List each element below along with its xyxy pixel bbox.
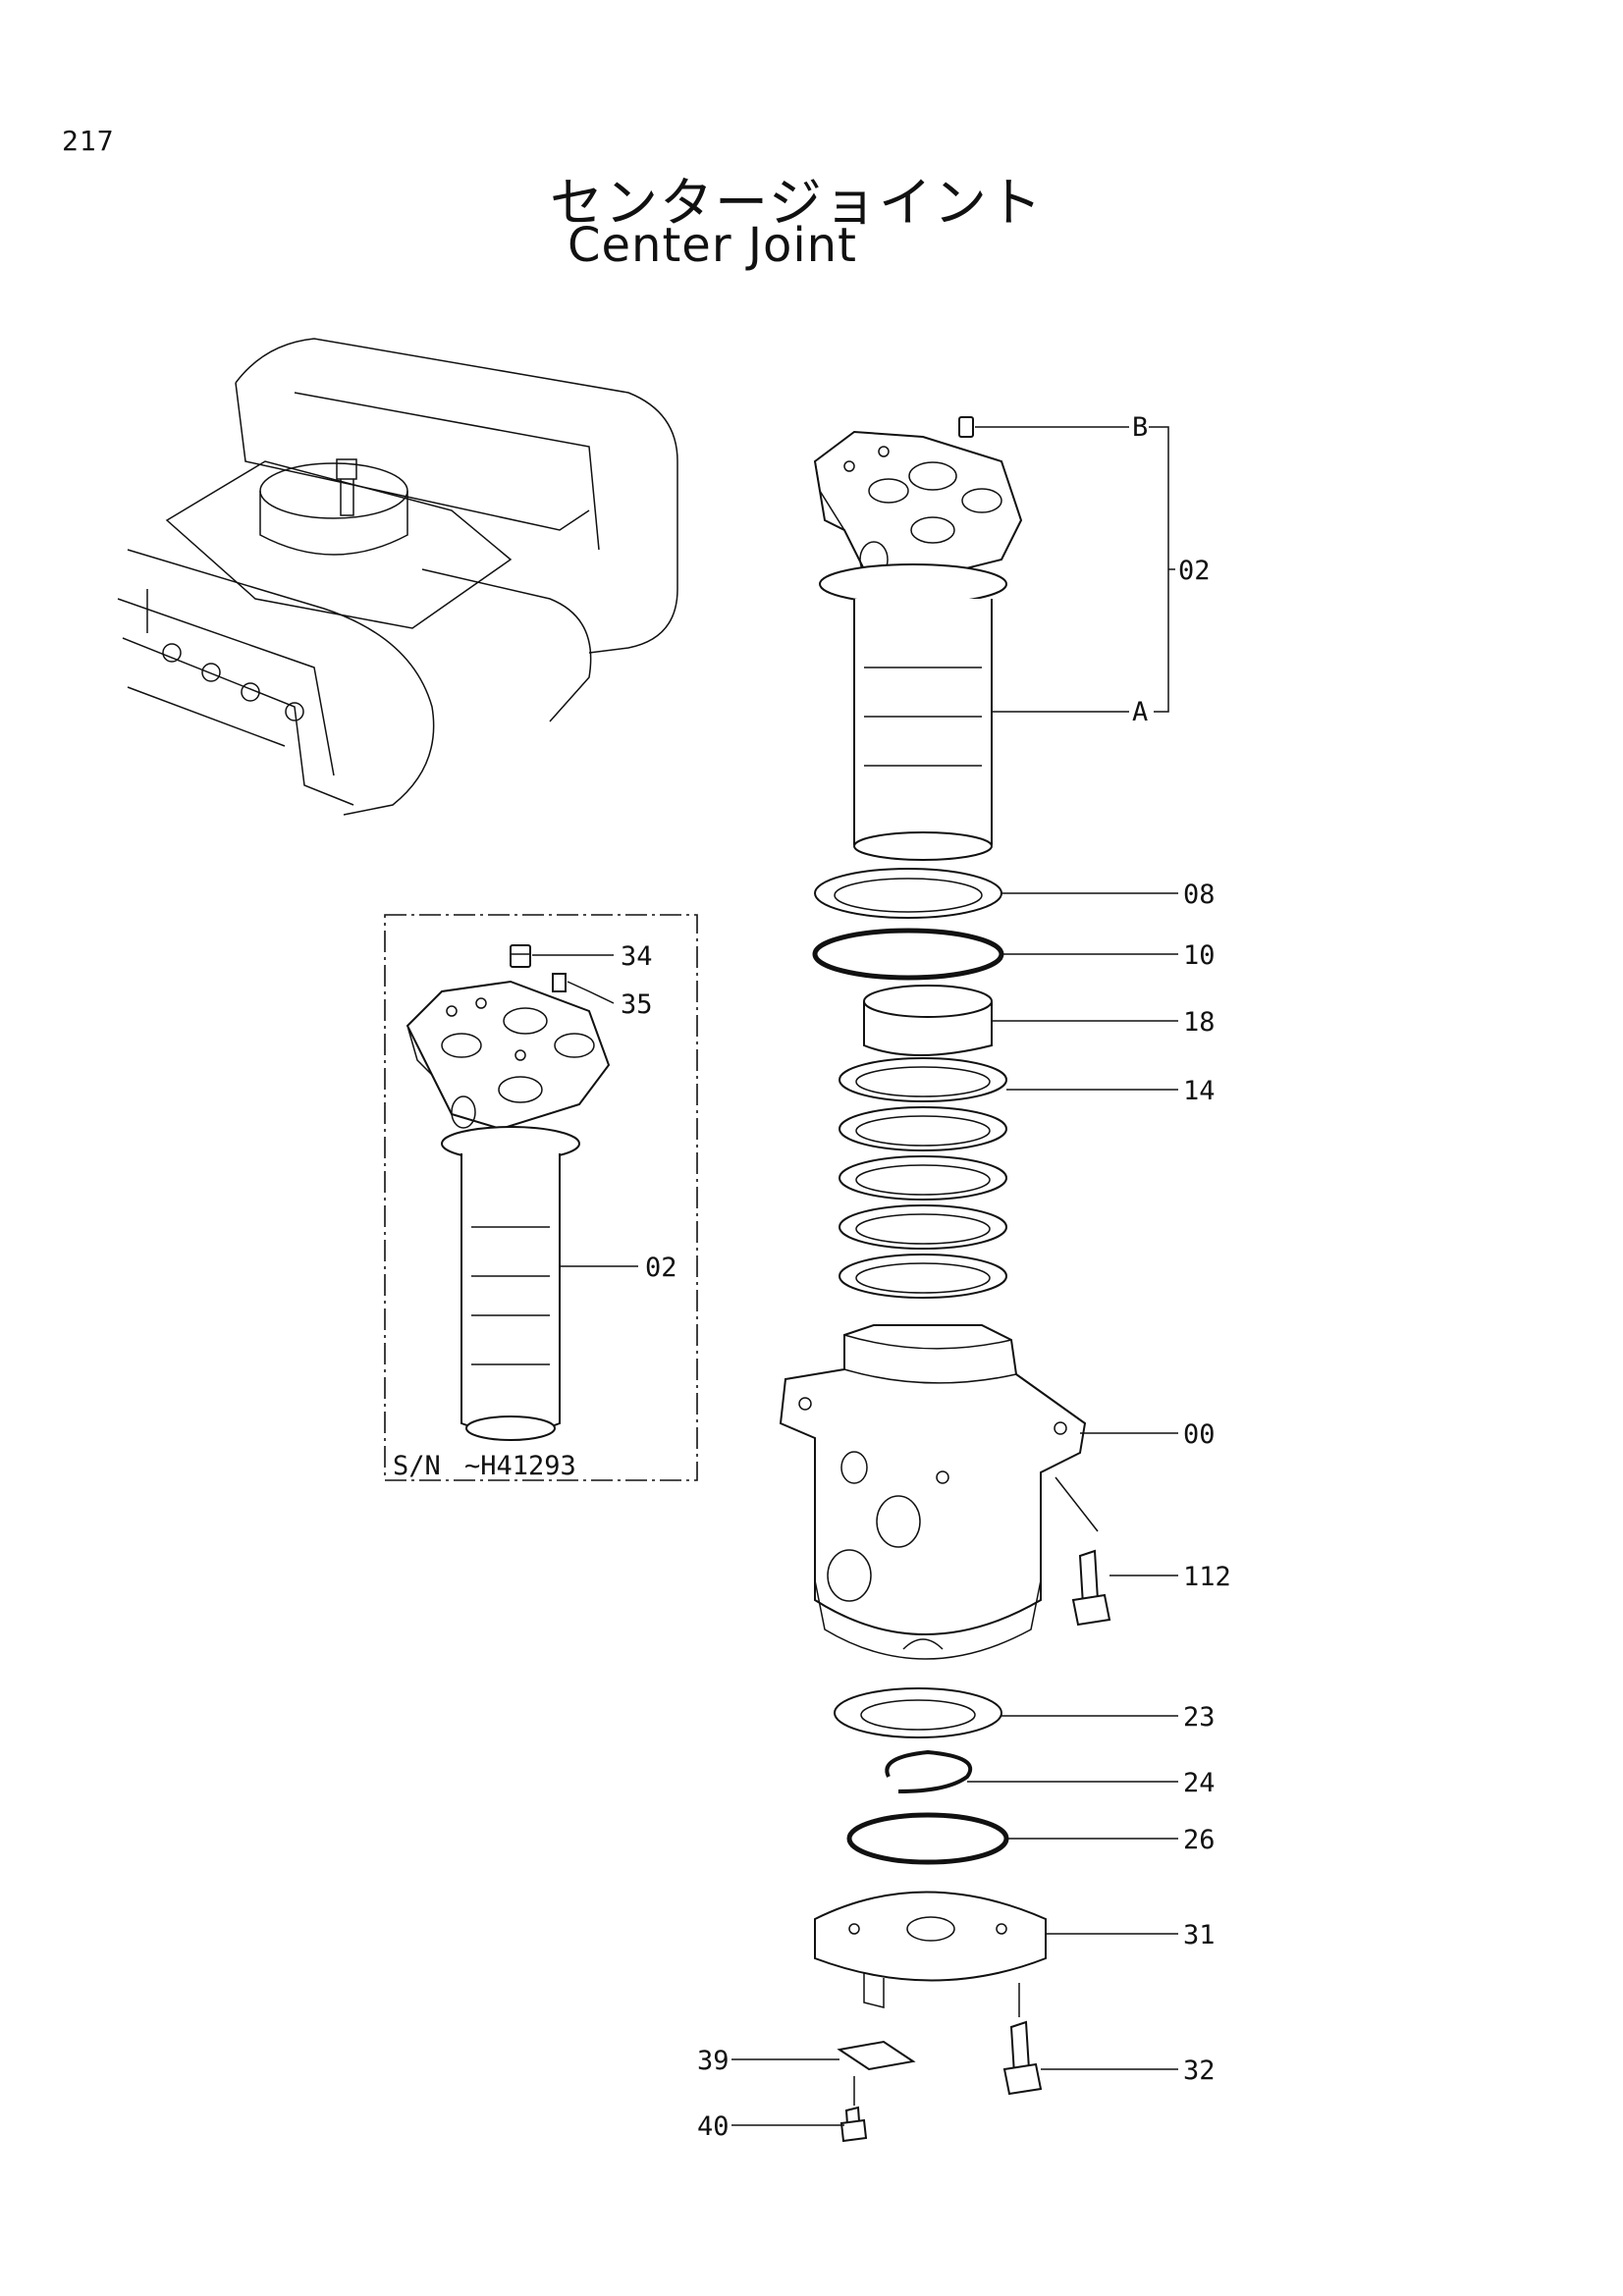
callout-08: 08 <box>1183 880 1216 910</box>
part-32-bolt <box>1002 1983 1043 2096</box>
callout-32: 32 <box>1183 2056 1216 2086</box>
part-23-washer <box>834 1687 1002 1738</box>
callout-02: 02 <box>1178 556 1211 586</box>
callout-B: B <box>1132 412 1148 443</box>
inset-center-joint <box>406 944 611 1441</box>
part-112-bolt <box>1055 1476 1111 1627</box>
part-39-plate <box>837 2040 916 2071</box>
callout-26: 26 <box>1183 1825 1216 1855</box>
inset-frame <box>384 914 698 1481</box>
title-japanese: センタージョイント <box>550 172 1044 234</box>
leader-lines <box>731 426 1178 2126</box>
part-24-snap-ring <box>885 1749 973 1793</box>
inset-callout-02: 02 <box>645 1253 677 1283</box>
inset-callout-34: 34 <box>621 941 653 972</box>
callout-14: 14 <box>1183 1076 1216 1106</box>
callout-10: 10 <box>1183 940 1216 971</box>
inset-serial-range: ~H41293 <box>464 1451 576 1481</box>
part-40-screw <box>839 2076 868 2143</box>
callout-40: 40 <box>697 2111 730 2142</box>
callout-24: 24 <box>1183 1768 1216 1798</box>
callout-39: 39 <box>697 2046 730 2076</box>
inset-callout-35: 35 <box>621 989 653 1020</box>
callout-00: 00 <box>1183 1419 1216 1450</box>
part-26-o-ring <box>846 1812 1009 1865</box>
callout-23: 23 <box>1183 1702 1216 1733</box>
part-02-rotor-head <box>813 416 1023 861</box>
inset-serial-prefix: S/N <box>393 1451 441 1481</box>
page-number: 217 <box>62 125 115 157</box>
part-18-ring <box>863 985 993 1056</box>
callout-18: 18 <box>1183 1007 1216 1038</box>
part-00-body <box>779 1324 1087 1660</box>
part-31-cover <box>814 1891 1047 2008</box>
callout-31: 31 <box>1183 1920 1216 1950</box>
part-10-o-ring <box>812 928 1004 981</box>
inset-leaders <box>532 954 638 1267</box>
part-14-seal-stack <box>839 1057 1007 1299</box>
part-08-seal <box>814 868 1002 919</box>
title-english: Center Joint <box>568 218 857 273</box>
machine-location-sketch <box>117 338 678 816</box>
callout-A: A <box>1132 697 1148 727</box>
callout-112: 112 <box>1183 1562 1231 1592</box>
